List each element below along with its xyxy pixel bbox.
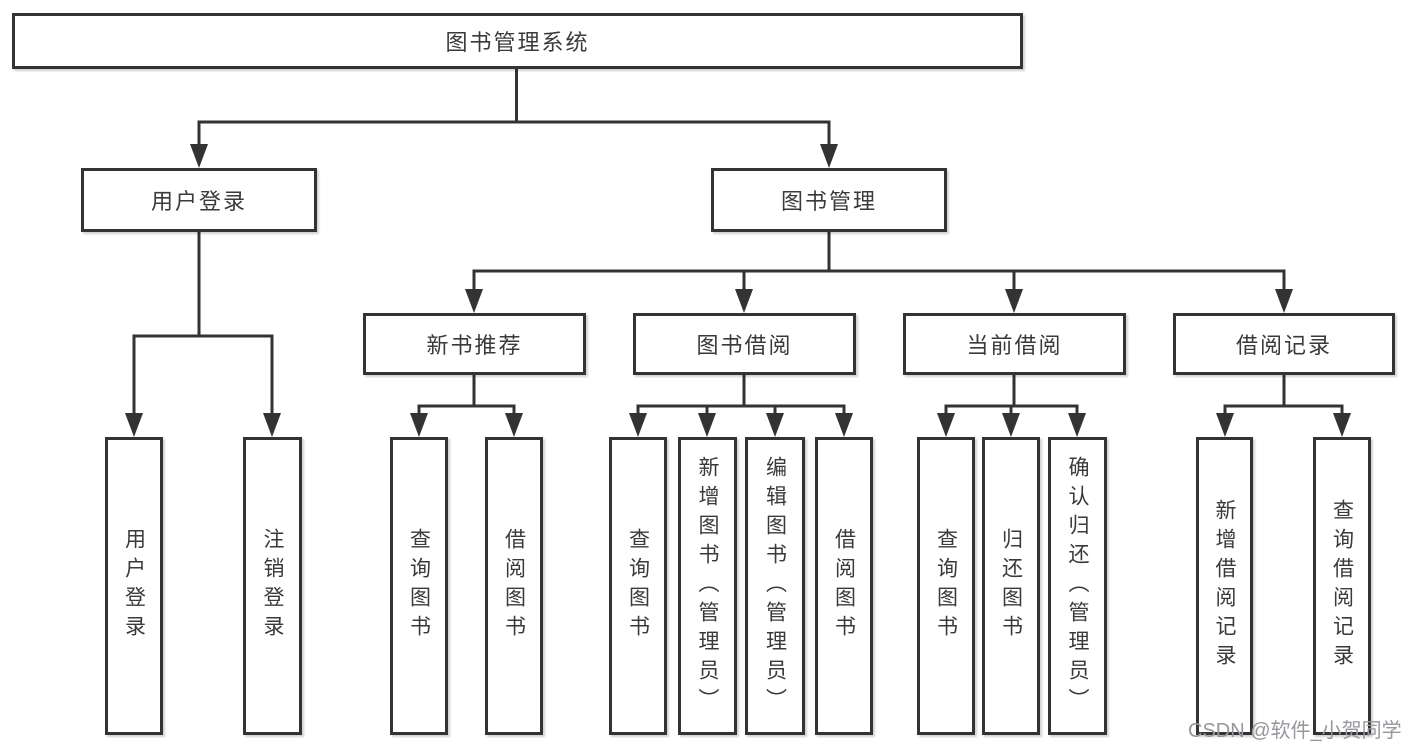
node-label: 借阅图书 — [502, 528, 526, 644]
arrowheads-current-borrow — [937, 413, 1086, 437]
leaf-add-borrow-record: 新增借阅记录 — [1196, 437, 1253, 735]
node-label: 新书推荐 — [426, 333, 523, 358]
node-label: 图书管理系统 — [445, 30, 590, 55]
leaf-add-books-admin: 新增图书（管理员） — [678, 437, 737, 735]
node-new-book-rec: 新书推荐 — [363, 313, 586, 375]
leaf-user-login: 用户登录 — [105, 437, 163, 735]
node-label: 查询图书 — [407, 528, 431, 644]
connectors-borrow-records — [1223, 375, 1344, 415]
leaf-edit-books-admin: 编辑图书（管理员） — [745, 437, 805, 735]
node-label: 新增借阅记录 — [1213, 499, 1236, 673]
connectors-root — [197, 69, 831, 146]
node-label: 确认归还（管理员） — [1066, 455, 1089, 717]
node-borrow-records: 借阅记录 — [1173, 313, 1395, 375]
arrowheads-book-mgmt — [465, 289, 1293, 313]
connectors-current-borrow — [944, 375, 1079, 415]
leaf-query-books-1: 查询图书 — [390, 437, 448, 735]
node-label: 归还图书 — [999, 528, 1023, 644]
node-label: 借阅图书 — [832, 528, 856, 644]
node-current-borrow: 当前借阅 — [903, 313, 1126, 375]
leaf-query-borrow-record: 查询借阅记录 — [1313, 437, 1371, 735]
node-user-login: 用户登录 — [81, 168, 317, 232]
arrowheads-borrow-records — [1216, 413, 1351, 437]
connectors-book-mgmt — [472, 232, 1286, 291]
node-label: 查询借阅记录 — [1330, 499, 1354, 673]
node-root: 图书管理系统 — [12, 13, 1023, 69]
node-book-borrow: 图书借阅 — [633, 313, 856, 375]
leaf-query-books-2: 查询图书 — [609, 437, 667, 735]
node-label: 用户登录 — [150, 189, 247, 214]
node-label: 图书借阅 — [696, 333, 793, 358]
leaf-logout: 注销登录 — [243, 437, 302, 735]
csdn-watermark: CSDN @软件_小贺同学 — [1188, 720, 1402, 742]
node-label: 当前借阅 — [966, 333, 1063, 358]
arrowheads-root — [190, 144, 838, 168]
connectors-new-book-rec — [417, 375, 516, 415]
node-label: 查询图书 — [626, 528, 650, 644]
arrowheads-book-borrow — [629, 413, 853, 437]
node-label: 新增图书（管理员） — [696, 455, 719, 717]
connectors-user-login — [132, 232, 274, 415]
arrowheads-new-book-rec — [410, 413, 523, 437]
leaf-return-books: 归还图书 — [982, 437, 1040, 735]
node-label: 注销登录 — [261, 528, 284, 644]
node-label: 借阅记录 — [1235, 333, 1332, 358]
leaf-confirm-return-admin: 确认归还（管理员） — [1048, 437, 1107, 735]
node-book-mgmt: 图书管理 — [711, 168, 947, 232]
connectors-book-borrow — [636, 375, 846, 415]
node-label: 查询图书 — [934, 528, 958, 644]
node-label: 用户登录 — [122, 528, 146, 644]
arrowheads-user-login — [125, 413, 281, 437]
leaf-borrow-books-2: 借阅图书 — [815, 437, 873, 735]
leaf-query-books-3: 查询图书 — [917, 437, 975, 735]
node-label: 图书管理 — [780, 189, 877, 214]
leaf-borrow-books-1: 借阅图书 — [485, 437, 543, 735]
node-label: 编辑图书（管理员） — [763, 455, 787, 717]
